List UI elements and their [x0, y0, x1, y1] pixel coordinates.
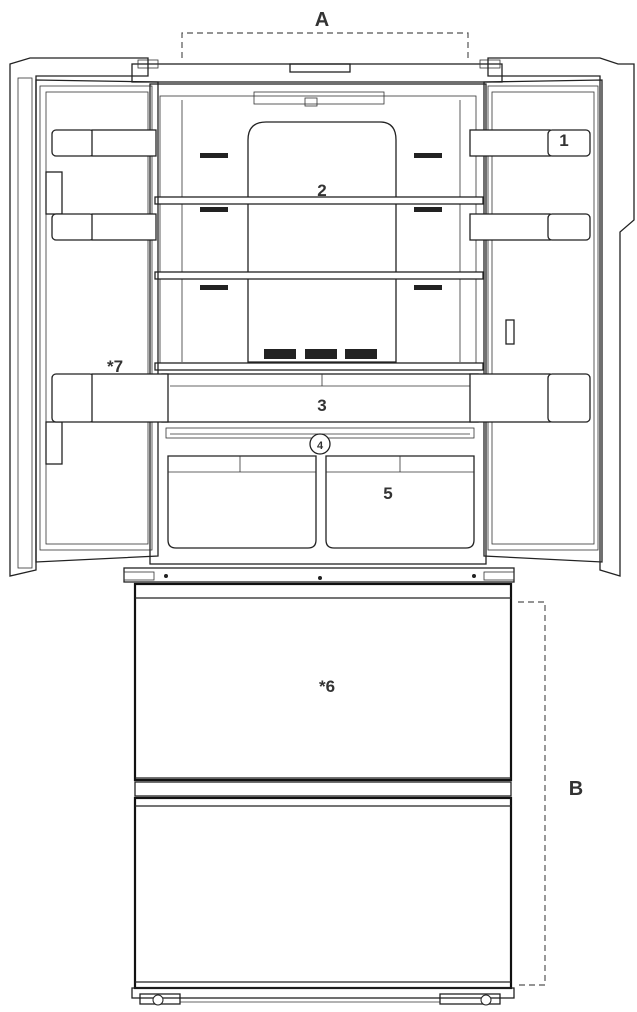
- label-door-bin: 1: [559, 131, 568, 150]
- glass-shelves: [154, 196, 484, 371]
- right-door: [469, 57, 635, 577]
- freezer-drawer-upper: [133, 582, 513, 782]
- label-freezer-drawer: *6: [319, 677, 335, 696]
- humidity-control-dial: [309, 433, 331, 455]
- glass-shelf-upper: [154, 196, 484, 205]
- cabinet-top: [131, 59, 503, 83]
- dimension-b-label: B: [569, 778, 583, 800]
- crisper-cover: [161, 373, 479, 439]
- glass-shelf-lower: [154, 271, 484, 280]
- humidity-control: [170, 433, 470, 455]
- dimension-b: B: [518, 601, 583, 986]
- crisper-drawer-right: [325, 455, 475, 549]
- dimension-a-label: A: [315, 9, 329, 31]
- dimension-a: A: [181, 9, 469, 58]
- label-glass-shelf: 2: [317, 181, 326, 200]
- label-humidity-control: 4: [317, 440, 324, 452]
- part-labels: 1 2 3 4 5 *6 *7: [107, 131, 569, 696]
- left-door: [9, 57, 169, 577]
- freezer-drawers: [133, 582, 513, 990]
- label-crisper-drawer: 5: [383, 484, 392, 503]
- crisper-drawers: [167, 455, 475, 549]
- cabinet-base: [131, 987, 515, 1006]
- freezer-drawer-lower: [133, 796, 513, 990]
- dimension-a-line: [181, 32, 469, 58]
- dimension-b-line: [518, 601, 546, 986]
- label-dairy-bin: *7: [107, 357, 123, 376]
- label-crisper-cover: 3: [317, 396, 326, 415]
- crisper-drawer-left: [167, 455, 317, 549]
- glass-shelf-bottom: [154, 362, 484, 371]
- lower-hinge-bar: [123, 567, 515, 583]
